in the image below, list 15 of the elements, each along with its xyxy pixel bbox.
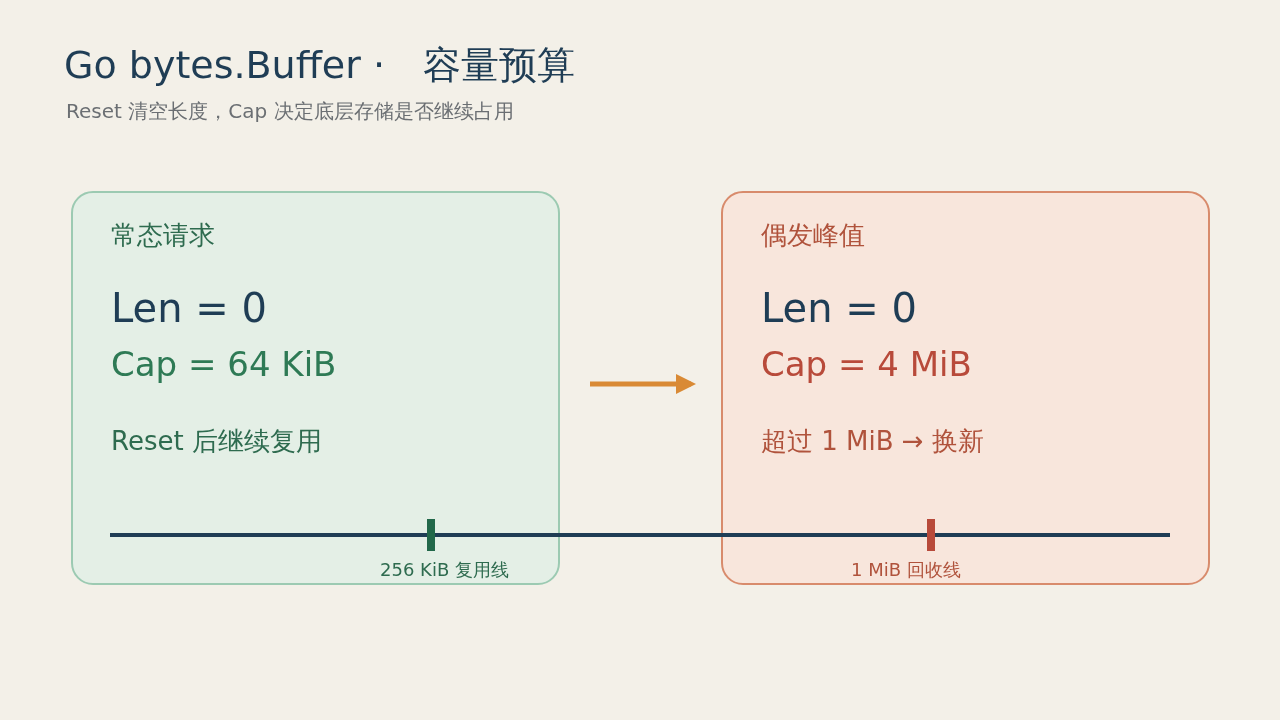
card — [71, 191, 560, 585]
capacity-value: Cap = 64 KiB — [111, 345, 337, 385]
box-note: 超过 1 MiB → 换新 — [761, 427, 984, 457]
card — [721, 191, 1210, 585]
box-heading: 偶发峰值 — [761, 221, 865, 251]
arrow — [590, 374, 696, 394]
tick-label: 256 KiB 复用线 — [380, 560, 509, 581]
length-value: Len = 0 — [111, 285, 267, 331]
tick-label: 1 MiB 回收线 — [851, 560, 961, 581]
subtitle: Reset 清空长度，Cap 决定底层存储是否继续占用 — [66, 100, 514, 123]
box-heading: 常态请求 — [111, 221, 215, 251]
box-note: Reset 后继续复用 — [111, 427, 322, 457]
title: Go bytes.Buffer · 容量预算 — [64, 44, 576, 88]
capacity-value: Cap = 4 MiB — [761, 345, 972, 385]
length-value: Len = 0 — [761, 285, 917, 331]
